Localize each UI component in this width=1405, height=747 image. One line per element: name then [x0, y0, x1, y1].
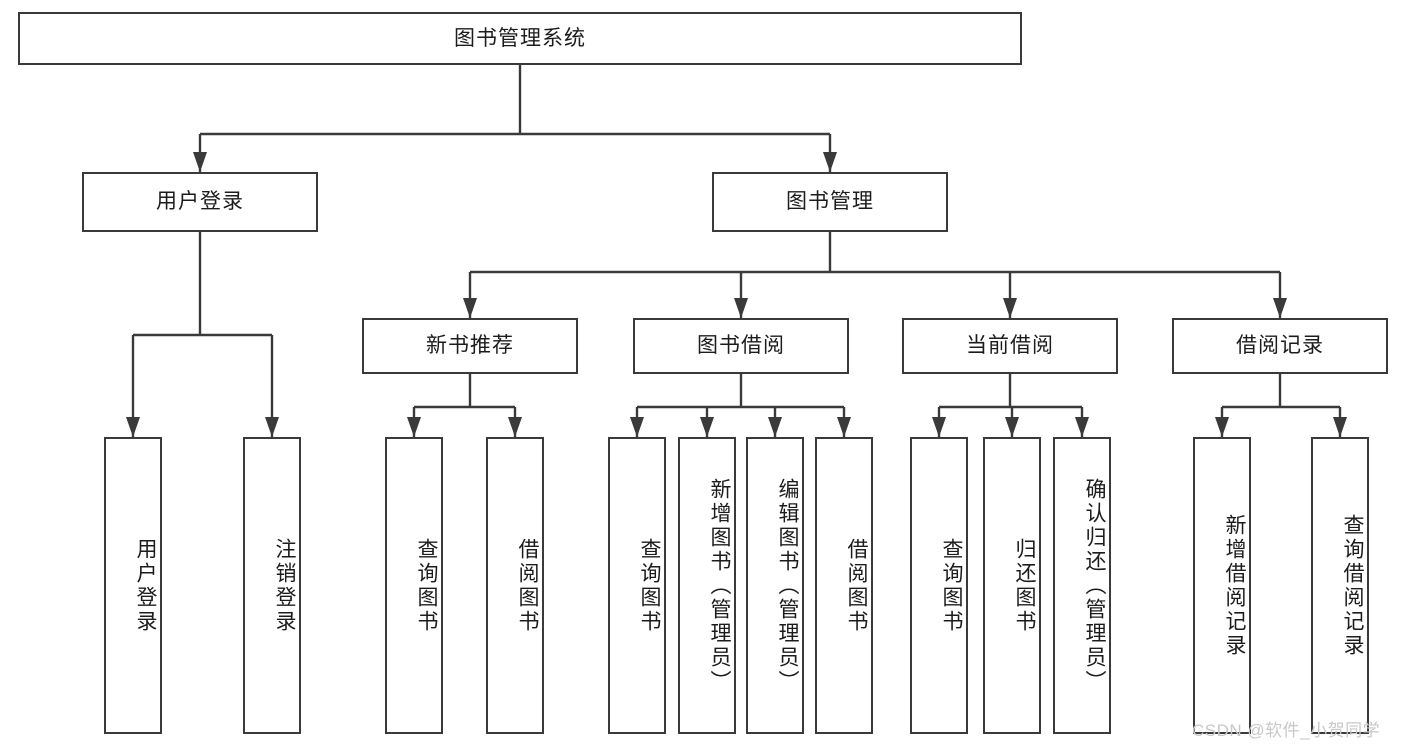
- node-label: 新增借阅记录: [1223, 513, 1246, 658]
- node-label: 借阅图书: [845, 537, 868, 634]
- arrow-head-icon: [265, 417, 279, 437]
- arrow-head-icon: [463, 298, 477, 318]
- node-leaf-query-record[interactable]: 查询借阅记录: [1311, 437, 1369, 734]
- node-leaf-query-book-1[interactable]: 查询图书: [385, 437, 443, 734]
- node-leaf-add-record[interactable]: 新增借阅记录: [1193, 437, 1251, 734]
- node-label: 查询图书: [638, 537, 661, 634]
- node-leaf-confirm-return[interactable]: 确认归还（管理员）: [1053, 437, 1111, 734]
- node-label: 借阅记录: [1236, 334, 1324, 358]
- node-leaf-borrow-book-1[interactable]: 借阅图书: [486, 437, 544, 734]
- node-new-book-rec[interactable]: 新书推荐: [362, 318, 578, 374]
- arrow-head-icon: [932, 417, 946, 437]
- node-leaf-return-book[interactable]: 归还图书: [983, 437, 1041, 734]
- node-label: 归还图书: [1013, 537, 1036, 634]
- arrow-head-icon: [126, 417, 140, 437]
- node-label: 图书管理: [786, 190, 874, 214]
- arrow-head-icon: [1075, 417, 1089, 437]
- arrow-head-icon: [630, 417, 644, 437]
- node-label: 图书借阅: [697, 334, 785, 358]
- node-user-login[interactable]: 用户登录: [82, 172, 318, 232]
- node-leaf-add-book[interactable]: 新增图书（管理员）: [678, 437, 736, 734]
- node-label: 编辑图书（管理员）: [776, 477, 799, 694]
- node-label: 查询图书: [415, 537, 438, 634]
- arrow-head-icon: [508, 417, 522, 437]
- arrow-head-icon: [734, 298, 748, 318]
- node-leaf-borrow-book-2[interactable]: 借阅图书: [815, 437, 873, 734]
- arrow-head-icon: [1003, 298, 1017, 318]
- node-leaf-user-logout[interactable]: 注销登录: [243, 437, 301, 734]
- arrow-head-icon: [1215, 417, 1229, 437]
- arrow-head-icon: [407, 417, 421, 437]
- arrow-head-icon: [1333, 417, 1347, 437]
- node-book-borrow[interactable]: 图书借阅: [633, 318, 849, 374]
- arrow-head-icon: [768, 417, 782, 437]
- node-borrow-record[interactable]: 借阅记录: [1172, 318, 1388, 374]
- node-label: 图书管理系统: [454, 26, 586, 50]
- node-label: 确认归还（管理员）: [1083, 477, 1106, 694]
- node-leaf-user-login[interactable]: 用户登录: [104, 437, 162, 734]
- node-leaf-query-book-3[interactable]: 查询图书: [910, 437, 968, 734]
- node-current-borrow[interactable]: 当前借阅: [902, 318, 1118, 374]
- arrow-head-icon: [1005, 417, 1019, 437]
- node-label: 借阅图书: [516, 537, 539, 634]
- node-label: 注销登录: [273, 537, 296, 634]
- arrow-head-icon: [823, 152, 837, 172]
- node-label: 当前借阅: [966, 334, 1054, 358]
- node-book-manage[interactable]: 图书管理: [712, 172, 948, 232]
- arrow-head-icon: [700, 417, 714, 437]
- node-leaf-edit-book[interactable]: 编辑图书（管理员）: [746, 437, 804, 734]
- arrow-head-icon: [193, 152, 207, 172]
- node-label: 用户登录: [134, 537, 157, 634]
- node-leaf-query-book-2[interactable]: 查询图书: [608, 437, 666, 734]
- node-label: 查询借阅记录: [1341, 513, 1364, 658]
- node-label: 用户登录: [156, 190, 244, 214]
- arrow-head-icon: [1273, 298, 1287, 318]
- node-label: 新书推荐: [426, 334, 514, 358]
- node-root[interactable]: 图书管理系统: [18, 12, 1022, 65]
- arrow-head-icon: [837, 417, 851, 437]
- node-label: 新增图书（管理员）: [708, 477, 731, 694]
- node-label: 查询图书: [940, 537, 963, 634]
